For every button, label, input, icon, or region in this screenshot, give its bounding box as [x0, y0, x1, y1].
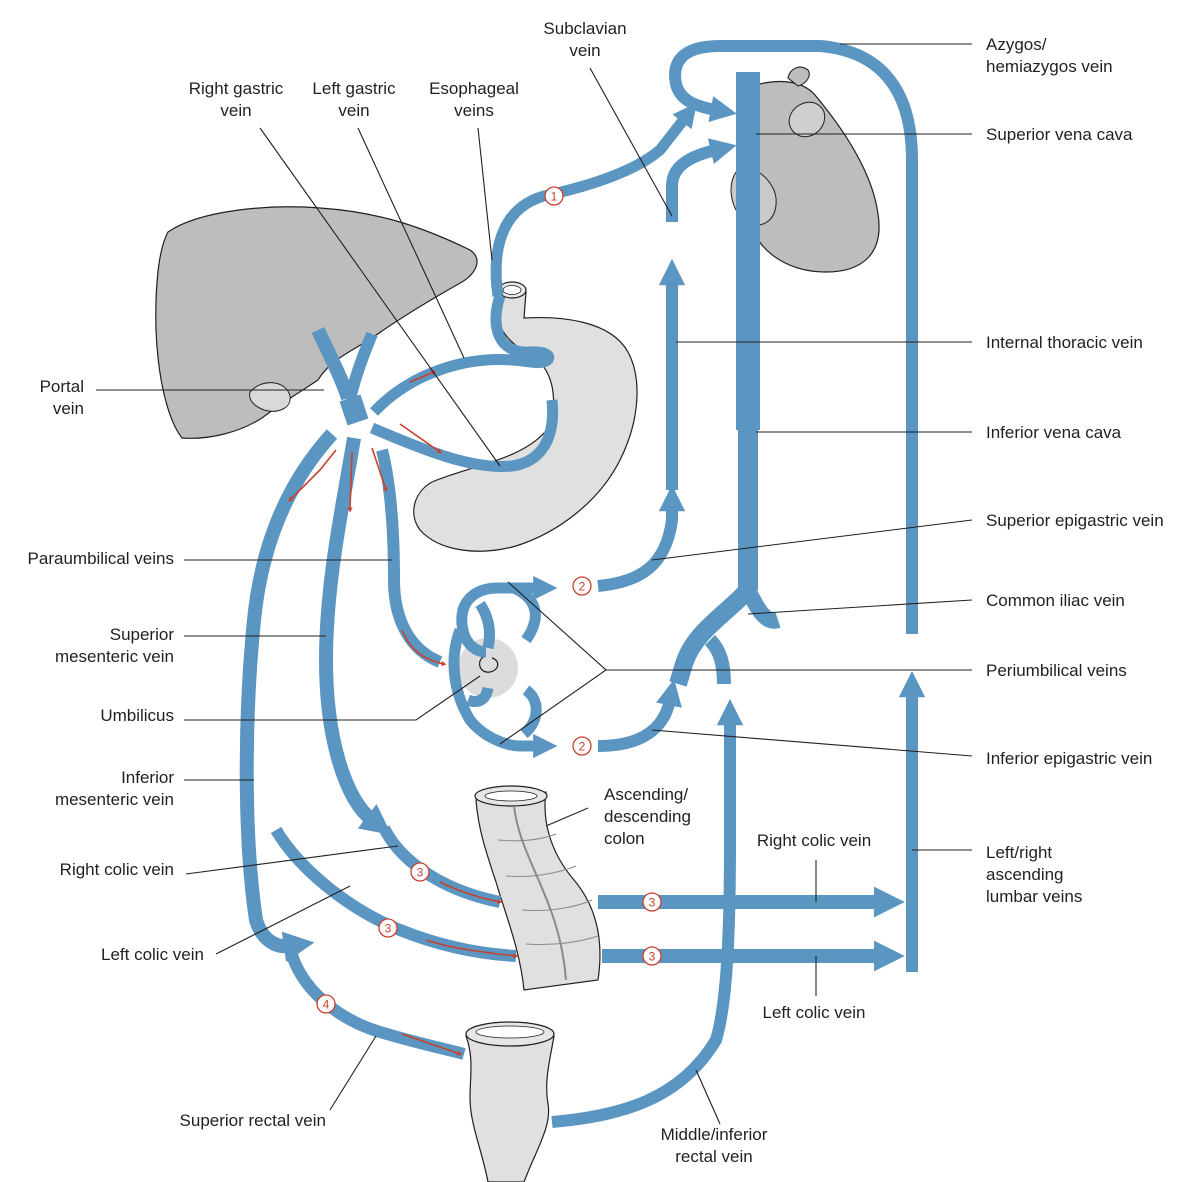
- label-superior-rectal-vein: Superior rectal vein: [180, 1111, 326, 1130]
- common-iliac-vein-right: [748, 590, 778, 621]
- label-internal-thoracic-vein: Internal thoracic vein: [986, 333, 1143, 352]
- label-ascending-descending-colon: Ascending/descending colon: [604, 785, 691, 848]
- label-line: Superior vena cava: [986, 125, 1133, 144]
- label-line: Left colic vein: [101, 945, 204, 964]
- label-left-gastric-vein: Left gastric vein: [312, 79, 396, 120]
- right-gastric-vein: [372, 400, 553, 466]
- anastomosis-marker-m4: 4: [317, 995, 335, 1013]
- esophageal-veins: [496, 118, 685, 296]
- label-line: vein: [53, 399, 84, 418]
- label-line: Right colic vein: [60, 860, 174, 879]
- anastomosis-marker-number: 3: [649, 950, 656, 964]
- label-umbilicus: Umbilicus: [100, 706, 174, 725]
- inferior-mesenteric-vein: [247, 434, 332, 946]
- label-line: Superior epigastric vein: [986, 511, 1164, 530]
- anastomosis-marker-m3a: 3: [411, 863, 429, 881]
- label-left-colic-vein: Left colic vein: [101, 945, 204, 964]
- liver: [156, 207, 477, 438]
- label-line: Inferior epigastric vein: [986, 749, 1152, 768]
- label-line: Periumbilical veins: [986, 661, 1127, 680]
- label-line: mesenteric vein: [55, 790, 174, 809]
- anastomosis-marker-number: 2: [579, 580, 586, 594]
- label-line: Inferior: [121, 768, 174, 787]
- superior-epigastric-vein: [598, 506, 672, 586]
- external-iliac-right: [710, 640, 724, 684]
- label-line: Ascending/: [604, 785, 688, 804]
- label-inferior-epigastric-vein: Inferior epigastric vein: [986, 749, 1152, 768]
- label-superior-epigastric-vein: Superior epigastric vein: [986, 511, 1164, 530]
- inferior-epigastric-vein: [598, 700, 670, 746]
- label-line: Inferior vena cava: [986, 423, 1122, 442]
- label-paraumbilical-veins: Paraumbilical veins: [28, 549, 174, 568]
- label-line: Superior rectal vein: [180, 1111, 326, 1130]
- label-line: Right gastric: [189, 79, 284, 98]
- label-common-iliac-vein: Common iliac vein: [986, 591, 1125, 610]
- rectum: [466, 1022, 554, 1182]
- label-right-gastric-vein: Right gastric vein: [189, 79, 284, 120]
- label-line: Middle/inferior: [661, 1125, 768, 1144]
- anastomosis-marker-number: 4: [323, 998, 330, 1012]
- anastomosis-marker-m2a: 2: [573, 577, 591, 595]
- subclavian-vein: [672, 150, 716, 222]
- anastomosis-marker-number: 1: [551, 190, 558, 204]
- anastomosis-marker-number: 2: [579, 740, 586, 754]
- label-line: Right colic vein: [757, 831, 871, 850]
- label-left-colic-vein-systemic: Left colic vein: [763, 1003, 866, 1022]
- label-line: descending: [604, 807, 691, 826]
- label-line: vein: [220, 101, 251, 120]
- superior-mesenteric-vein: [326, 438, 372, 820]
- anastomosis-marker-number: 3: [417, 866, 424, 880]
- superior-rectal-vein: [290, 948, 464, 1054]
- label-line: Subclavian: [543, 19, 626, 38]
- anastomosis-marker-m2b: 2: [573, 737, 591, 755]
- anastomosis-marker-number: 3: [649, 896, 656, 910]
- label-line: Paraumbilical veins: [28, 549, 174, 568]
- label-inferior-vena-cava: Inferior vena cava: [986, 423, 1122, 442]
- label-line: Azygos/: [986, 35, 1047, 54]
- label-line: Portal: [40, 377, 84, 396]
- label-line: Left colic vein: [763, 1003, 866, 1022]
- label-line: Umbilicus: [100, 706, 174, 725]
- anastomosis-marker-m1: 1: [545, 187, 563, 205]
- label-azygos-hemiazygos-vein: Azygos/hemiazygos vein: [986, 35, 1113, 76]
- label-line: vein: [569, 41, 600, 60]
- label-right-colic-vein-systemic: Right colic vein: [757, 831, 871, 850]
- label-line: Left/right: [986, 843, 1052, 862]
- label-line: veins: [454, 101, 494, 120]
- label-line: Common iliac vein: [986, 591, 1125, 610]
- label-superior-vena-cava: Superior vena cava: [986, 125, 1133, 144]
- label-periumbilical-veins: Periumbilical veins: [986, 661, 1127, 680]
- label-subclavian-vein: Subclavian vein: [543, 19, 626, 60]
- label-line: rectal vein: [675, 1147, 752, 1166]
- label-line: colon: [604, 829, 645, 848]
- label-superior-mesenteric-vein: Superior mesenteric vein: [55, 625, 174, 666]
- portal-vein-trunk: [350, 398, 358, 422]
- label-line: ascending: [986, 865, 1064, 884]
- label-line: hemiazygos vein: [986, 57, 1113, 76]
- label-line: mesenteric vein: [55, 647, 174, 666]
- anastomosis-marker-number: 3: [385, 922, 392, 936]
- label-right-colic-vein: Right colic vein: [60, 860, 174, 879]
- label-line: Esophageal: [429, 79, 519, 98]
- label-inferior-mesenteric-vein: Inferior mesenteric vein: [55, 768, 174, 809]
- label-line: lumbar veins: [986, 887, 1082, 906]
- label-line: Left gastric: [312, 79, 396, 98]
- anastomosis-marker-m3d: 3: [643, 947, 661, 965]
- label-line: Internal thoracic vein: [986, 333, 1143, 352]
- label-line: vein: [338, 101, 369, 120]
- label-middle-inferior-rectal-vein: Middle/inferior rectal vein: [661, 1125, 768, 1166]
- label-esophageal-veins: Esophageal veins: [429, 79, 519, 120]
- label-lumbar-veins: Left/right ascending lumbar veins: [986, 843, 1082, 906]
- anastomosis-marker-m3c: 3: [643, 893, 661, 911]
- anastomosis-marker-m3b: 3: [379, 919, 397, 937]
- label-portal-vein: Portal vein: [40, 377, 84, 418]
- label-line: Superior: [110, 625, 175, 644]
